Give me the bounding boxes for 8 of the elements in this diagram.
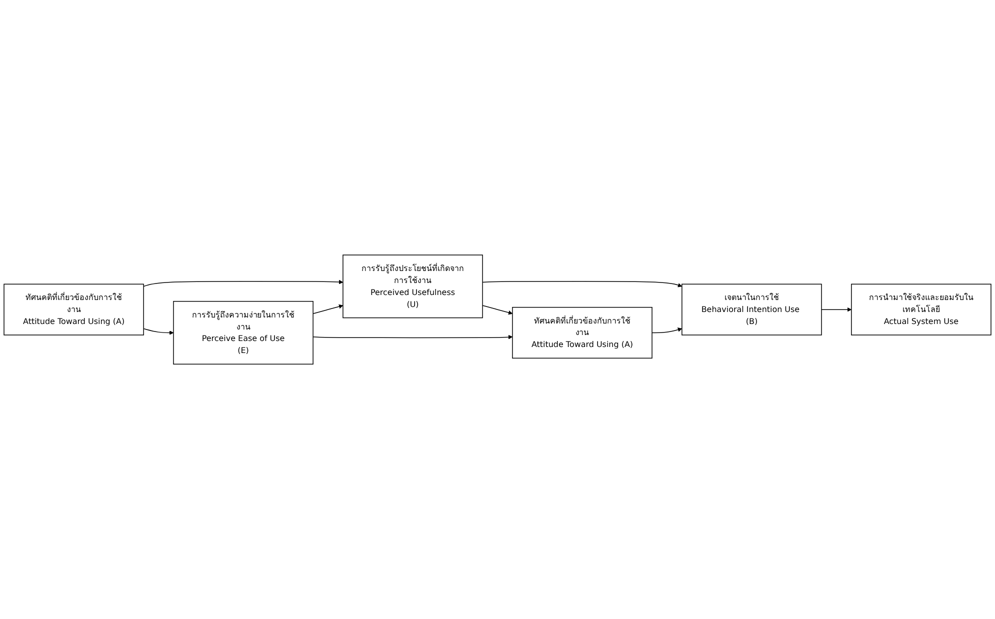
arrow xyxy=(821,307,852,312)
arrow xyxy=(312,334,513,340)
arrow xyxy=(143,280,344,287)
arrow xyxy=(652,328,682,334)
arrow xyxy=(482,280,682,288)
arrow xyxy=(482,305,513,315)
arrow xyxy=(312,304,344,314)
arrow xyxy=(143,328,174,335)
